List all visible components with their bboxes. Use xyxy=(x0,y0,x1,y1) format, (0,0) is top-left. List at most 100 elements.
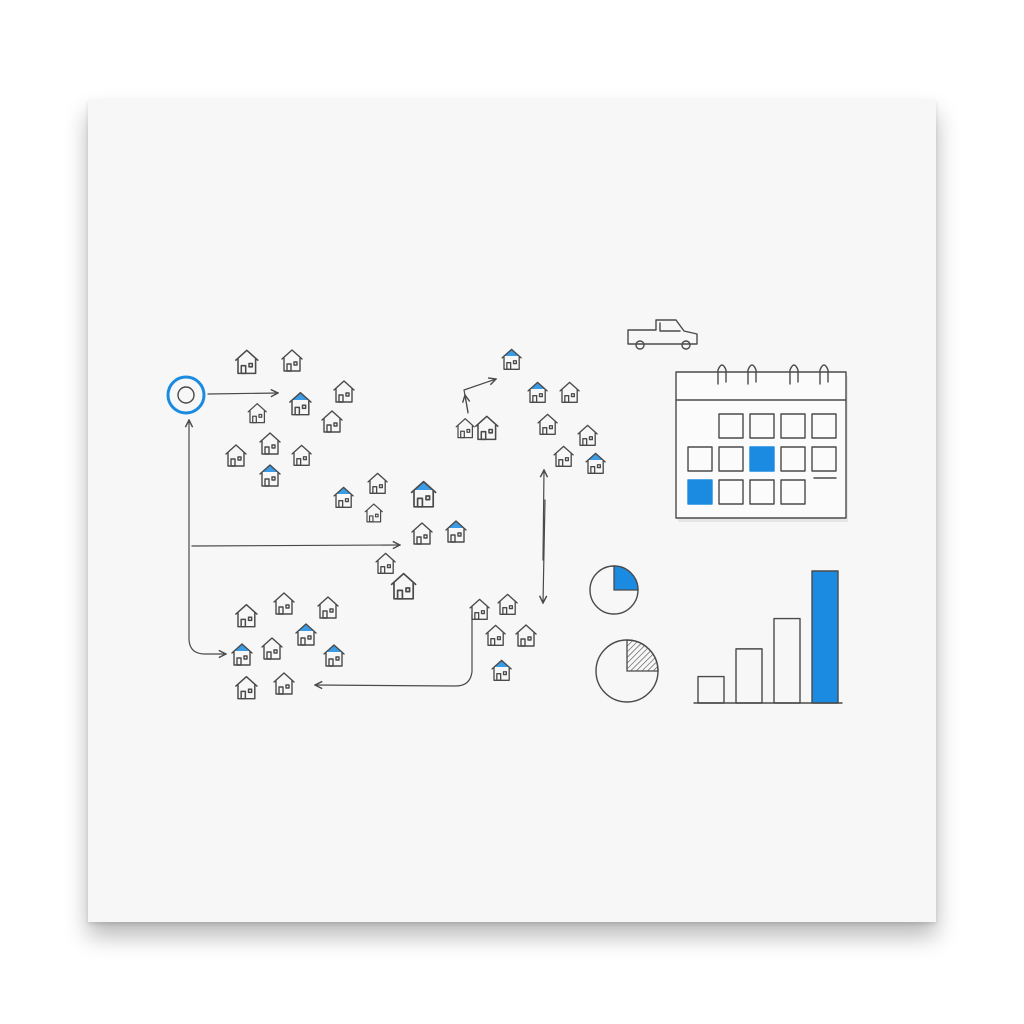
house-outline xyxy=(553,445,574,467)
house-window xyxy=(271,476,276,481)
house-roof-accent xyxy=(234,644,250,651)
house-door xyxy=(294,406,301,416)
house-window xyxy=(496,636,502,641)
house-outline xyxy=(231,643,253,666)
calendar-ring xyxy=(747,364,757,385)
house-outline xyxy=(390,572,417,600)
house-roof-accent xyxy=(326,645,342,652)
house-door xyxy=(590,465,596,474)
house-outline xyxy=(559,381,580,403)
pie-slice xyxy=(613,565,639,591)
arrow-icon xyxy=(465,395,468,414)
house-door xyxy=(460,430,465,439)
house-window xyxy=(293,361,298,366)
house-outline xyxy=(259,464,281,487)
truck-body xyxy=(627,319,698,345)
calendar-day xyxy=(811,413,837,439)
house-icon xyxy=(497,593,518,615)
house-outline xyxy=(333,380,355,403)
house-window xyxy=(237,456,242,461)
house-icon xyxy=(537,413,558,435)
house-icon xyxy=(235,603,258,628)
house-icon xyxy=(553,445,574,467)
house-clusters xyxy=(225,348,606,700)
house-door xyxy=(278,606,284,615)
house-door xyxy=(240,618,247,628)
house-door xyxy=(296,457,302,466)
calendar-ring xyxy=(819,364,829,385)
house-icon xyxy=(411,522,433,545)
house-roof-accent xyxy=(494,660,510,667)
arrow-icon xyxy=(191,545,400,546)
house-outline xyxy=(410,480,437,508)
house-icon xyxy=(375,552,396,574)
house-outline xyxy=(289,391,312,416)
house-icon xyxy=(515,624,537,647)
house-icon xyxy=(261,637,283,660)
house-outline xyxy=(323,644,345,667)
calendar-day-highlighted xyxy=(687,479,713,505)
house-window xyxy=(502,671,508,676)
house-outline xyxy=(469,598,490,620)
house-outline xyxy=(235,675,258,700)
house-icon xyxy=(259,432,281,455)
house-door xyxy=(496,672,502,681)
house-door xyxy=(520,638,526,647)
house-window xyxy=(378,484,384,489)
house-icon xyxy=(527,381,548,403)
house-outline xyxy=(273,592,295,615)
arrow-icon xyxy=(543,470,544,561)
house-window xyxy=(405,587,411,593)
house-icon xyxy=(231,643,253,666)
house-door xyxy=(380,565,386,574)
house-outline xyxy=(317,596,339,619)
house-outline xyxy=(527,381,548,403)
start-ring xyxy=(166,375,206,415)
house-door xyxy=(240,690,247,700)
house-door xyxy=(230,458,236,467)
house-outline xyxy=(291,444,312,466)
house-outline xyxy=(485,624,506,646)
house-window xyxy=(333,422,338,427)
house-icon xyxy=(390,572,417,600)
house-icon xyxy=(577,424,598,446)
house-icon xyxy=(281,349,303,372)
house-window xyxy=(512,360,518,365)
house-door xyxy=(450,534,456,543)
truck-wheel xyxy=(681,340,691,350)
calendar-ring xyxy=(789,364,799,385)
house-window xyxy=(271,444,276,449)
house-outline xyxy=(247,403,267,424)
house-icon xyxy=(323,644,345,667)
house-door xyxy=(264,478,270,487)
house-outline xyxy=(261,637,283,660)
house-door xyxy=(490,637,496,646)
house-outline xyxy=(364,503,383,523)
house-outline xyxy=(537,413,558,435)
house-window xyxy=(466,428,471,433)
arrow-icon xyxy=(543,499,545,603)
house-roof-accent xyxy=(530,382,546,389)
house-window xyxy=(307,635,312,640)
pie-chart-icon xyxy=(589,565,659,703)
house-window xyxy=(301,404,307,410)
house-window xyxy=(248,362,254,368)
house-door xyxy=(542,426,548,435)
start-circle-icon xyxy=(166,375,206,415)
house-window xyxy=(488,428,494,434)
house-window xyxy=(344,498,350,503)
house-door xyxy=(474,611,480,620)
house-door xyxy=(396,589,404,600)
house-icon xyxy=(247,403,267,424)
house-icon xyxy=(445,520,467,543)
house-icon xyxy=(559,381,580,403)
house-door xyxy=(416,536,422,545)
house-outline xyxy=(273,672,295,695)
calendar-day xyxy=(718,479,744,505)
start-dot xyxy=(177,386,195,404)
house-window xyxy=(243,655,248,660)
house-door xyxy=(264,446,270,455)
house-window xyxy=(302,456,308,461)
bar-chart-icon xyxy=(693,570,843,704)
house-outline xyxy=(577,424,598,446)
